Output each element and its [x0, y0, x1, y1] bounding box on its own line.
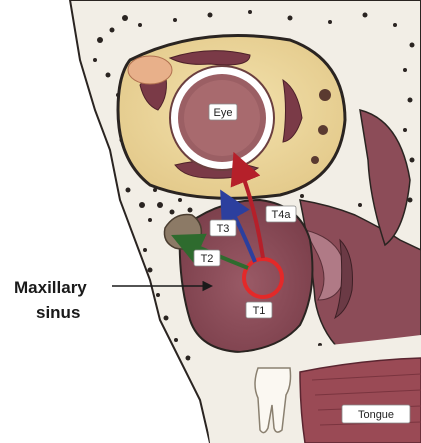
maxillary-sinus-label-line1: Maxillary: [14, 278, 87, 297]
label-tongue: Tongue: [342, 405, 410, 423]
t2-label: T2: [201, 253, 214, 265]
t4a-label: T4a: [272, 209, 292, 221]
label-t2: T2: [194, 250, 220, 266]
label-t4a: T4a: [266, 206, 296, 222]
label-t3: T3: [210, 220, 236, 236]
t3-label: T3: [217, 223, 230, 235]
t1-label: T1: [253, 305, 266, 317]
maxillary-sinus-label-line2: sinus: [36, 303, 80, 322]
tongue-label: Tongue: [358, 409, 394, 421]
eye-label: Eye: [214, 107, 233, 119]
label-eye: Eye: [209, 104, 237, 120]
label-t1: T1: [246, 302, 272, 318]
